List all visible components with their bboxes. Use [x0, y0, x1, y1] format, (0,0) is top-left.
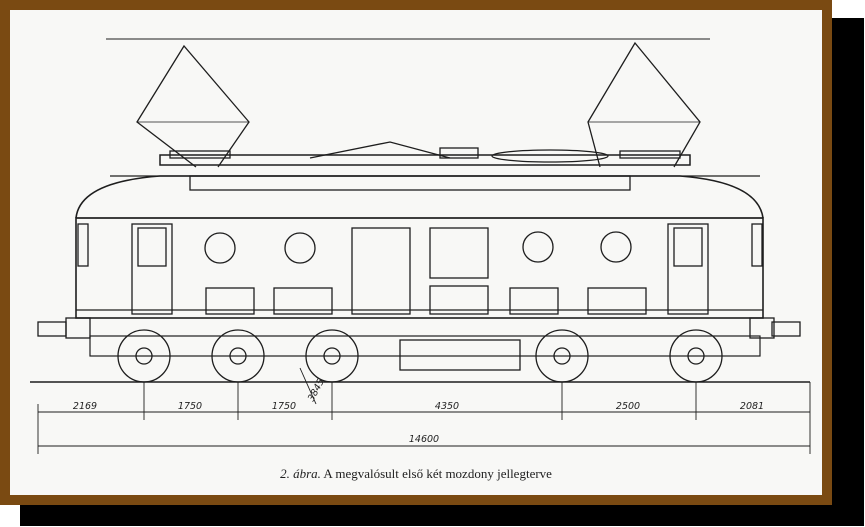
caption-text: A megvalósult első két mozdony jellegter… [320, 466, 552, 481]
total-length-label: 14600 [409, 434, 439, 445]
dimension-label: 1750 [272, 401, 296, 412]
figure-caption: 2. ábra. A megvalósult első két mozdony … [10, 466, 822, 482]
dimension-label: 4350 [435, 401, 459, 412]
dimension-label: 1750 [178, 401, 202, 412]
scanned-page: 2169 1750 1750 4350 2500 2081 14600 3845… [10, 10, 822, 495]
dimension-label: 2169 [73, 401, 97, 412]
slanted-dimension-label: 3845 [306, 377, 327, 404]
dimension-label: 2081 [740, 401, 764, 412]
caption-label: 2. ábra. [280, 466, 321, 481]
right-pantograph [587, 41, 701, 168]
locomotive-drawing: 2169 1750 1750 4350 2500 2081 14600 3845 [30, 38, 811, 454]
dimension-label: 2500 [616, 401, 640, 412]
picture-frame: 2169 1750 1750 4350 2500 2081 14600 3845… [0, 0, 832, 505]
left-pantograph [136, 44, 250, 168]
